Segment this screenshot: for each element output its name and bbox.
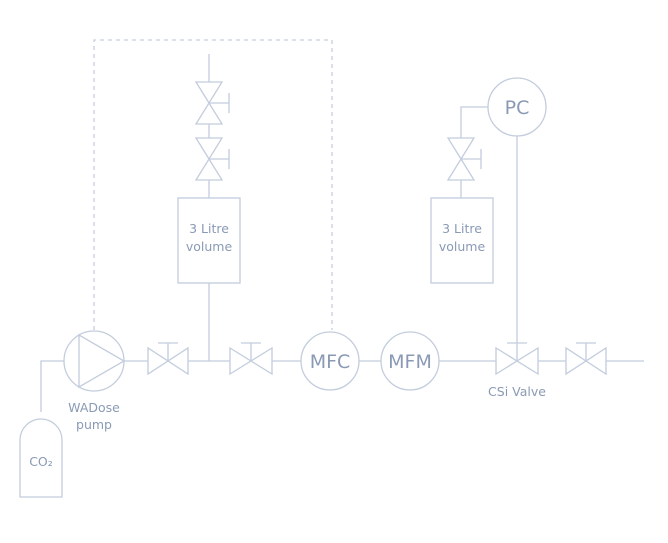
valve-vertical-upper bbox=[194, 81, 230, 125]
pump-triangle-icon bbox=[78, 333, 126, 389]
mfm: MFM bbox=[380, 331, 440, 391]
pc: PC bbox=[487, 77, 547, 137]
valve-1 bbox=[147, 342, 189, 376]
valve-vertical-right bbox=[446, 137, 482, 181]
mfm-label: MFM bbox=[388, 351, 432, 373]
csi-valve-label: CSi Valve bbox=[488, 384, 546, 399]
volume-right-label-line1: 3 Litre bbox=[442, 221, 482, 236]
pump-label-line1: WADose bbox=[68, 400, 120, 415]
csi-valve: CSi Valve bbox=[488, 342, 546, 399]
wadose-pump: WADose pump bbox=[63, 330, 126, 432]
volume-left-label-line1: 3 Litre bbox=[189, 221, 229, 236]
pump-label-line2: pump bbox=[76, 417, 112, 432]
volume-left-label-line2: volume bbox=[186, 239, 233, 254]
valve-vertical-lower bbox=[194, 137, 230, 181]
volume-right: 3 Litre volume bbox=[430, 197, 494, 284]
co2-label: CO₂ bbox=[29, 454, 53, 469]
control-signal-line bbox=[93, 39, 333, 330]
pipe-pc-volume-right bbox=[460, 106, 488, 198]
mfc: MFC bbox=[300, 331, 360, 391]
volume-right-label-line2: volume bbox=[439, 239, 486, 254]
valve-outlet bbox=[565, 342, 607, 376]
pipe-cylinder-pump bbox=[40, 360, 64, 412]
mfc-label: MFC bbox=[310, 351, 351, 373]
valve-2 bbox=[229, 342, 273, 376]
pc-label: PC bbox=[505, 97, 530, 119]
volume-left: 3 Litre volume bbox=[177, 197, 241, 284]
co2-cylinder: CO₂ bbox=[19, 418, 63, 498]
